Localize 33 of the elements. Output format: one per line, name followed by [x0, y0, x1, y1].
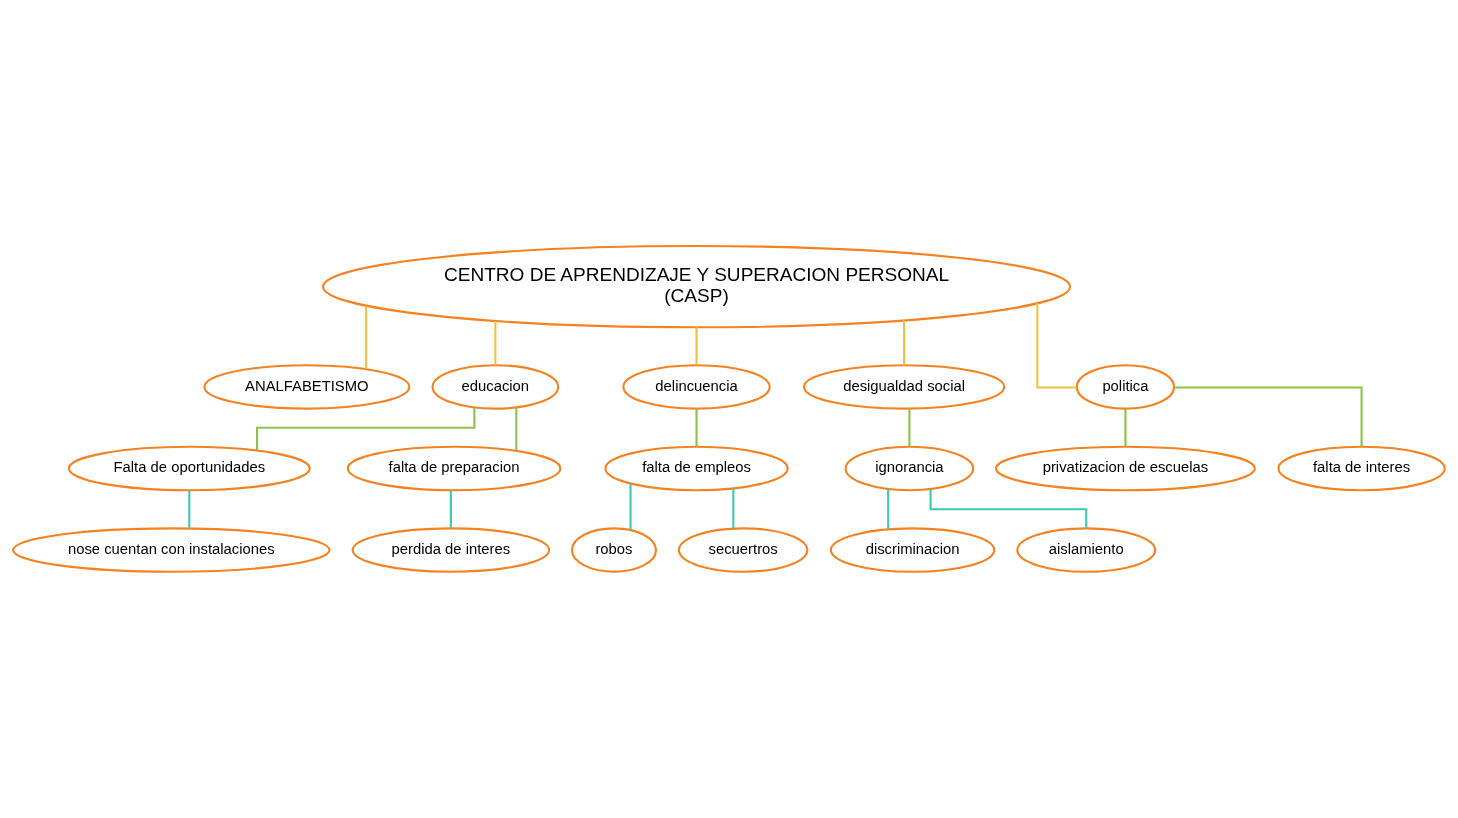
- connector: [695, 408, 698, 447]
- node-ellipse: falta de empleos: [604, 445, 789, 492]
- node-ellipse: educacion: [431, 364, 560, 410]
- node-ellipse: delincuencia: [622, 364, 771, 410]
- connector: [494, 320, 497, 366]
- node-ellipse: aislamiento: [1016, 527, 1157, 573]
- connector: [1174, 386, 1363, 447]
- connector: [629, 483, 632, 530]
- node-ellipse: ANALFABETISMO: [203, 364, 411, 410]
- node-ellipse: privatizacion de escuelas: [995, 445, 1256, 492]
- connector: [1036, 303, 1077, 389]
- connector: [732, 488, 735, 529]
- node-ellipse: secuertros: [677, 527, 809, 573]
- node-ellipse: ignorancia: [844, 445, 975, 492]
- connector: [903, 320, 906, 366]
- node-ellipse: desigualdad social: [802, 364, 1006, 410]
- node-ellipse: politica: [1075, 364, 1176, 410]
- node-ellipse: nose cuentan con instalaciones: [12, 527, 331, 573]
- node-ellipse: discriminacion: [829, 527, 996, 573]
- connector: [887, 489, 890, 530]
- node-ellipse: CENTRO DE APRENDIZAJE Y SUPERACION PERSONAL (CASP): [322, 244, 1072, 329]
- node-ellipse: perdida de interes: [351, 527, 551, 573]
- node-ellipse: falta de preparacion: [346, 445, 562, 492]
- connector: [188, 490, 191, 529]
- connector: [365, 306, 368, 369]
- connector: [449, 490, 452, 529]
- connector: [515, 407, 518, 451]
- node-ellipse: Falta de oportunidades: [67, 445, 311, 492]
- connector: [1124, 408, 1127, 447]
- node-ellipse: falta de interes: [1277, 445, 1446, 492]
- node-ellipse: robos: [570, 527, 658, 573]
- connector: [695, 327, 698, 365]
- connector: [908, 408, 911, 447]
